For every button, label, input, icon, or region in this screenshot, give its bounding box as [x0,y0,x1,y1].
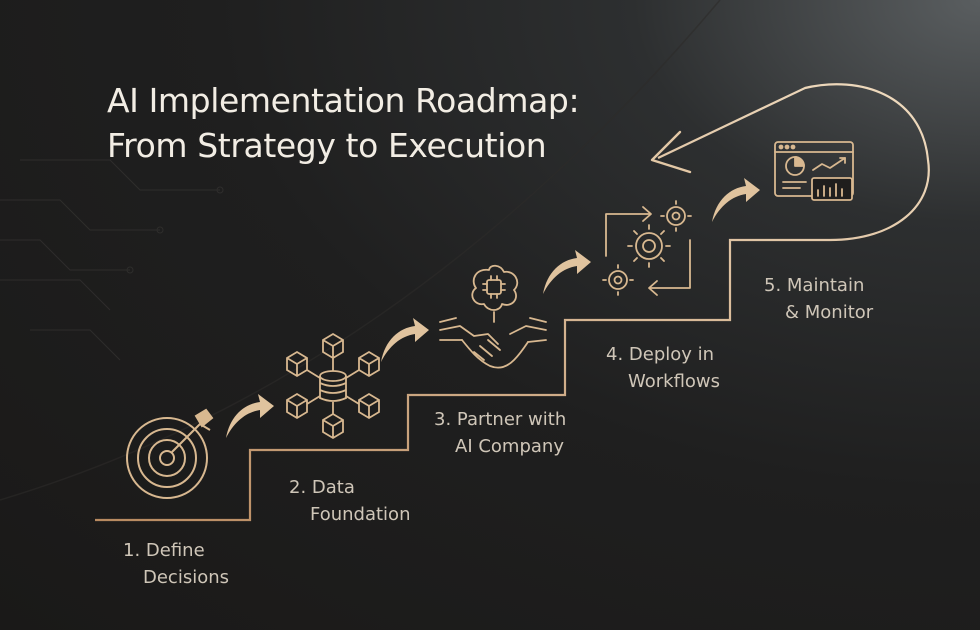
title-line-2: From Strategy to Execution [107,126,547,165]
step-4-line-2: Workflows [628,371,721,392]
step-4-label: 4. Deploy in Workflows [606,341,756,395]
handshake-ai-icon [439,264,547,369]
staircase-path [95,83,930,522]
step-5-label: 5. Maintain & Monitor [764,272,914,326]
step-arrows [226,178,760,438]
curved-arrow-icon [226,394,274,438]
step-1-line-1: 1. Define [123,540,205,561]
target-icon [126,408,214,499]
step-3-line-2: AI Company [455,436,564,457]
dashboard-icon [774,141,854,201]
curved-arrow-icon [543,250,591,294]
step-2-label: 2. Data Foundation [289,474,439,528]
curved-arrow-icon [381,318,429,362]
step-1-line-2: Decisions [143,567,230,588]
data-network-icon [286,332,380,440]
page-title: AI Implementation Roadmap: From Strategy… [107,78,580,168]
step-1-label: 1. Define Decisions [123,537,263,591]
step-5-line-1: 5. Maintain [764,275,865,296]
step-3-line-1: 3. Partner with [434,409,567,430]
step-2-line-1: 2. Data [289,477,355,498]
background-circuit-pattern [0,0,721,501]
step-5-line-2: & Monitor [785,302,874,323]
curved-arrow-icon [712,178,760,222]
title-line-1: AI Implementation Roadmap: [107,81,580,120]
step-4-line-1: 4. Deploy in [606,344,715,365]
step-3-label: 3. Partner with AI Company [434,406,604,460]
step-2-line-2: Foundation [310,504,411,525]
return-arrow-icon [650,130,692,174]
gears-cycle-icon [602,200,692,296]
